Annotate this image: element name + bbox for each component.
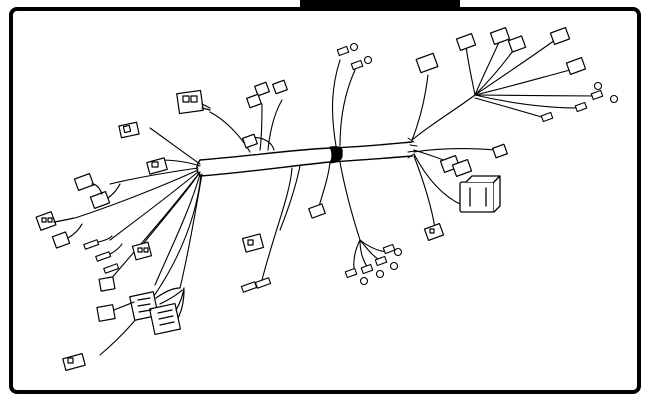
connector-top-right-4 — [549, 27, 571, 45]
connector-center-left — [241, 233, 265, 253]
connector-left-top — [118, 121, 140, 139]
trunk-center-tape — [329, 146, 343, 164]
terminal-center-pair — [240, 277, 272, 293]
ring-terminals-center — [344, 243, 403, 286]
connector-top-right-5 — [565, 57, 587, 75]
upper-right-branches — [411, 39, 601, 141]
connector-upper-lower — [242, 133, 258, 149]
connector-left-bottom — [62, 353, 86, 371]
trunk-right-junction — [407, 137, 418, 159]
ring-terminals-top — [336, 42, 373, 71]
connector-left-mid — [131, 241, 153, 261]
connector-left-small-bottom — [96, 301, 135, 322]
connector-right-small — [492, 143, 508, 159]
connector-top-right-3 — [507, 35, 527, 53]
connector-center-small — [308, 203, 326, 219]
relay-box — [459, 175, 501, 213]
left-junction-branches — [74, 127, 203, 356]
connector-upper-small — [246, 79, 288, 109]
connector-large-upper-left — [176, 89, 211, 115]
right-lower-branches — [413, 148, 496, 229]
connector-left-pair — [73, 173, 121, 209]
connector-right-bottom — [423, 223, 445, 241]
ring-terminals-right — [540, 81, 619, 123]
center-down-branches — [261, 161, 391, 281]
connector-top-right-1 — [455, 33, 477, 51]
connector-top-right-near — [415, 52, 439, 74]
connector-multi-block — [129, 287, 185, 336]
connector-left-cluster — [35, 211, 83, 249]
connector-top-right-2 — [489, 27, 511, 45]
top-center-branch — [331, 59, 356, 147]
terminal-left-pins — [83, 235, 123, 274]
connector-left-lower — [98, 276, 116, 292]
connector-right-mid — [439, 155, 473, 177]
connector-left-second — [146, 157, 168, 175]
diagram-border — [9, 7, 641, 394]
